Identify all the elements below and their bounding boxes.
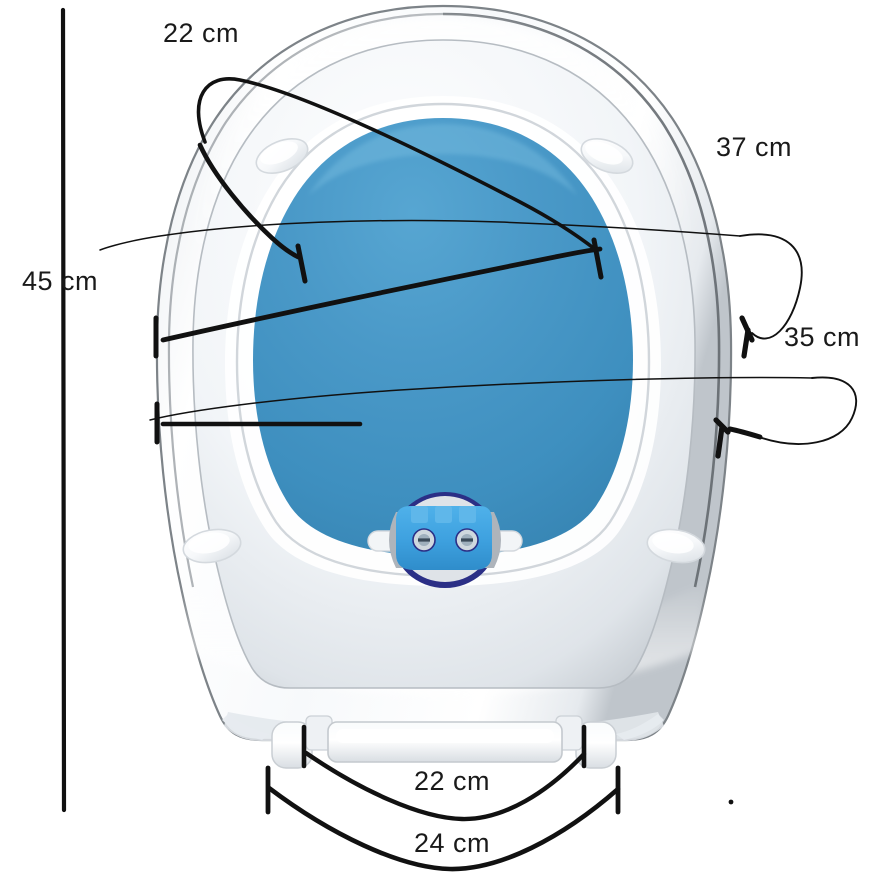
seat-rim-shadow-right	[442, 12, 721, 588]
dimension-37cm	[99, 219, 803, 359]
seat-rim-shadow-left	[167, 12, 444, 588]
bumper-top-left	[255, 138, 309, 174]
label-45cm: 45 cm	[22, 266, 99, 296]
stray-dot-mark	[728, 799, 734, 805]
dimension-22cm-bottom	[301, 724, 587, 822]
hinge-slot-2	[435, 506, 452, 523]
label-24cm: 24 cm	[414, 828, 491, 858]
blue-ring-sheen	[308, 124, 578, 196]
bumper-top-right	[580, 138, 634, 174]
dimension-35cm	[149, 376, 858, 459]
blue-inner-ring	[253, 118, 633, 556]
hinge-slot-3	[459, 506, 476, 523]
bumper-bottom-left	[182, 528, 242, 564]
dimension-22cm-top	[196, 77, 604, 284]
lid-notch-left	[222, 714, 270, 740]
label-22cm-bottom: 22 cm	[414, 766, 491, 796]
dimension-24cm	[265, 765, 621, 872]
blue-ring-fill	[253, 118, 633, 556]
bumper-bottom-right	[646, 528, 706, 564]
lid-notch-right	[616, 714, 664, 740]
dimension-45cm	[60, 7, 67, 813]
seat-bumpers	[182, 138, 706, 564]
quick-release-hinge	[367, 492, 523, 588]
hinge-slot-1	[411, 506, 428, 523]
hinge-center-bar-gloss	[336, 729, 554, 743]
label-35cm: 35 cm	[784, 322, 861, 352]
hinge-screw-left	[412, 528, 436, 552]
label-37cm: 37 cm	[716, 132, 793, 162]
label-22cm-top: 22 cm	[163, 18, 240, 48]
hinge-screw-right	[455, 528, 479, 552]
